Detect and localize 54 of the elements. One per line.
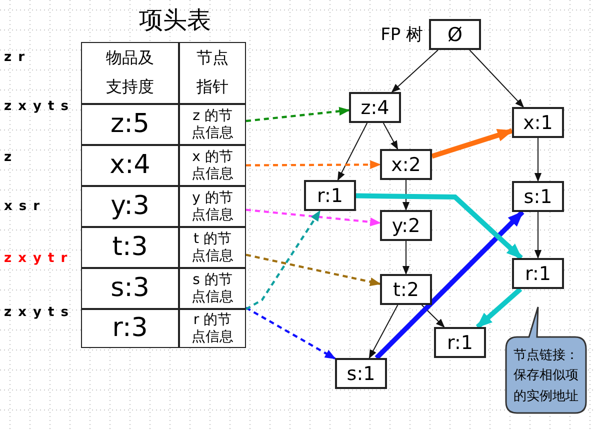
arrow xyxy=(337,122,368,181)
pointer-arrow xyxy=(245,210,321,310)
table-cell: r 的节点信息 xyxy=(179,309,246,348)
header-cell: 节点指针 xyxy=(179,42,246,104)
tree-node-box: x:1 xyxy=(512,107,564,138)
transaction-label: z x y t s xyxy=(4,99,70,116)
tree-node-box: z:4 xyxy=(349,92,401,123)
arrow xyxy=(391,50,438,93)
table-cell: z 的节点信息 xyxy=(179,104,246,145)
table-cell: t:3 xyxy=(81,227,179,268)
transaction-label: z x y t s xyxy=(4,305,70,322)
pointer-arrow xyxy=(245,306,336,360)
tree-node-box: Ø xyxy=(429,19,481,50)
node-link-arrow xyxy=(374,210,524,360)
tree-node-box: r:1 xyxy=(304,180,356,211)
arrow xyxy=(534,138,542,182)
table-cell: s:3 xyxy=(81,268,179,309)
tree-node-box: r:1 xyxy=(434,327,486,358)
arrow xyxy=(534,212,542,259)
pointer-arrow xyxy=(246,160,382,170)
table-title: 项头表 xyxy=(138,5,212,36)
arrow xyxy=(382,122,398,150)
arrow xyxy=(402,180,410,211)
arrow xyxy=(421,304,445,328)
table-cell: y:3 xyxy=(81,186,179,227)
table-cell: z:5 xyxy=(81,104,179,145)
pointer-arrow xyxy=(246,254,382,286)
table-cell: r:3 xyxy=(81,309,179,348)
table-cell: x:4 xyxy=(81,145,179,186)
header-cell: 物品及支持度 xyxy=(81,42,179,104)
tree-node-box: s:1 xyxy=(512,181,564,212)
tree-node-box: t:2 xyxy=(380,274,432,305)
transaction-label: x s r xyxy=(4,199,42,216)
table-cell: y 的节点信息 xyxy=(179,186,246,227)
transaction-label: z xyxy=(4,150,14,167)
transaction-label: z x y t r xyxy=(4,251,70,268)
arrow xyxy=(368,304,398,359)
pointer-arrow xyxy=(246,106,350,122)
tree-title: FP 树 xyxy=(380,24,423,47)
table-cell: x 的节点信息 xyxy=(179,145,246,186)
tree-node-box: x:2 xyxy=(380,149,432,180)
node-link-arrow xyxy=(356,193,523,260)
node-link-arrow xyxy=(431,128,514,159)
arrow xyxy=(402,240,410,275)
tree-node-box: y:2 xyxy=(380,210,432,241)
transaction-label: z r xyxy=(4,50,27,67)
pointer-arrow xyxy=(246,208,382,226)
tree-node-box: s:1 xyxy=(335,358,387,389)
arrow xyxy=(469,50,524,108)
callout-bubble: 节点链接：保存相似项的实例地址 xyxy=(505,305,587,414)
table-cell: t 的节点信息 xyxy=(179,227,246,268)
table-cell: s 的节点信息 xyxy=(179,268,246,309)
node-link-arrow xyxy=(476,287,522,329)
tree-node-box: r:1 xyxy=(512,258,564,289)
